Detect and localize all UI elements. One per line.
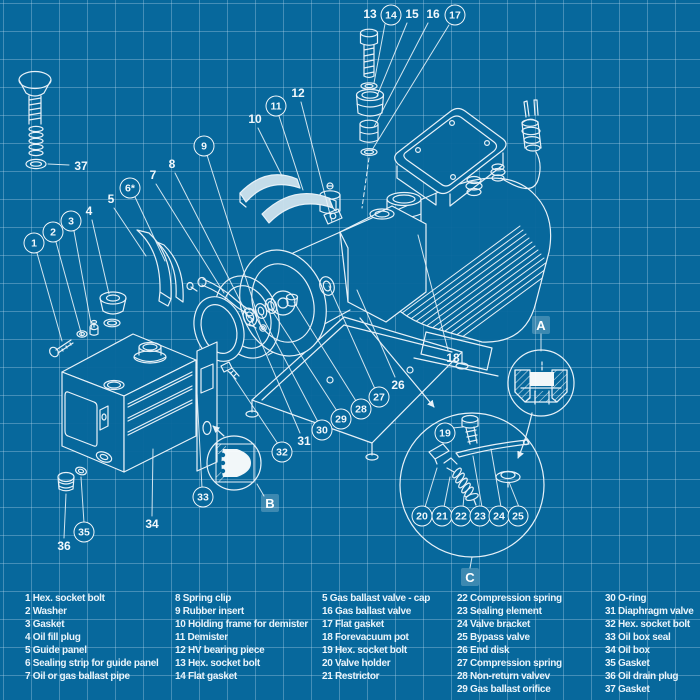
demister-drawing [239,174,337,224]
callout-37: 37 [74,159,88,173]
leader-lines [36,22,542,569]
detail-arrows [212,317,533,459]
callout-30: 30 [311,419,333,441]
callout-21: 21 [431,505,453,527]
callout-14: 14 [380,4,402,26]
pump-drawing [193,182,427,472]
callout-2: 2 [42,221,64,243]
callout-22: 22 [450,505,472,527]
callout-8: 8 [168,157,176,171]
callout-24: 24 [488,505,510,527]
callout-7: 7 [149,168,157,182]
small-parts-drawing [220,276,335,380]
callout-10: 10 [248,112,262,126]
callout-33: 33 [192,486,214,508]
callout-26: 26 [391,378,405,392]
callout-3: 3 [60,210,82,232]
callout-28: 28 [350,398,372,420]
detail-label-c: C [461,568,479,586]
callout-6*: 6* [119,177,141,199]
callout-27: 27 [368,386,390,408]
power-plug-drawing [500,99,542,190]
callout-16: 16 [426,7,440,21]
detail-label-a: A [532,316,550,334]
drain-plug-spring-drawing [18,70,52,170]
callout-18: 18 [446,351,460,365]
oil-box-drawing [57,333,197,492]
callout-32: 32 [271,441,293,463]
guide-panel-drawing [136,229,184,307]
callout-25: 25 [507,505,529,527]
callout-36: 36 [57,539,71,553]
callout-4: 4 [85,204,93,218]
callout-15: 15 [405,7,419,21]
callout-34: 34 [145,517,159,531]
callout-20: 20 [411,505,433,527]
cable-gland-drawing [465,163,506,197]
gas-ballast-stack-drawing [355,28,385,209]
callout-23: 23 [469,505,491,527]
callout-31: 31 [297,434,311,448]
callout-9: 9 [193,135,215,157]
callout-35: 35 [73,521,95,543]
callout-19: 19 [434,422,456,444]
callout-12: 12 [291,86,305,100]
junction-box-drawing [394,107,507,207]
detail-label-b: B [261,494,279,512]
detail-circle-c [399,412,545,558]
detail-circle-b [206,435,262,491]
fastener-parts-drawing [49,319,99,358]
callout-5: 5 [107,192,115,206]
callout-17: 17 [444,4,466,26]
detail-circle-a [507,349,575,417]
oil-fill-plug-drawing [99,291,127,328]
callout-29: 29 [330,408,352,430]
callout-11: 11 [265,95,287,117]
callout-1: 1 [23,232,45,254]
callout-13: 13 [363,7,377,21]
